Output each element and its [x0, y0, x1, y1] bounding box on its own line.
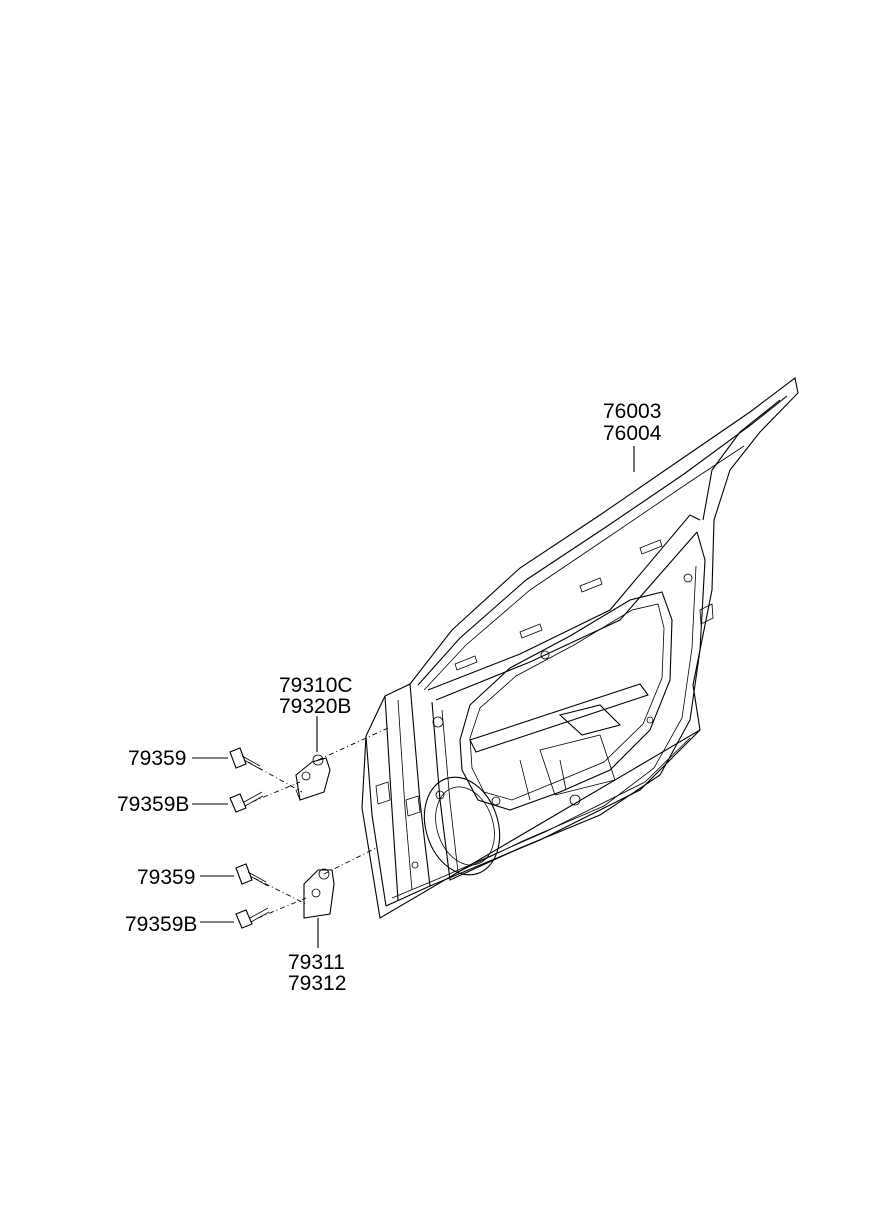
- lower-bolt-label: 79359: [137, 866, 195, 889]
- upper-hinge-label-1: 79310C: [279, 674, 353, 697]
- lower-hinge-label-1: 79311: [288, 951, 345, 974]
- lower-bolt: [235, 863, 269, 887]
- door-panel-label-2: 76004: [603, 422, 662, 445]
- upper-bolt-b: [229, 791, 264, 813]
- upper-bolt-b-label: 79359B: [117, 793, 189, 816]
- upper-hinge-label-2: 79320B: [279, 695, 351, 718]
- upper-bolt: [229, 747, 263, 771]
- front-door-panel: [361, 377, 799, 919]
- door-panel-label-1: 76003: [603, 400, 661, 423]
- upper-hinge: [295, 754, 331, 801]
- lower-bolt-b-label: 79359B: [125, 913, 197, 936]
- lower-hinge-label-2: 79312: [288, 972, 346, 995]
- upper-bolt-label: 79359: [128, 747, 186, 770]
- lower-hinge: [303, 868, 335, 919]
- lower-bolt-b: [235, 907, 270, 929]
